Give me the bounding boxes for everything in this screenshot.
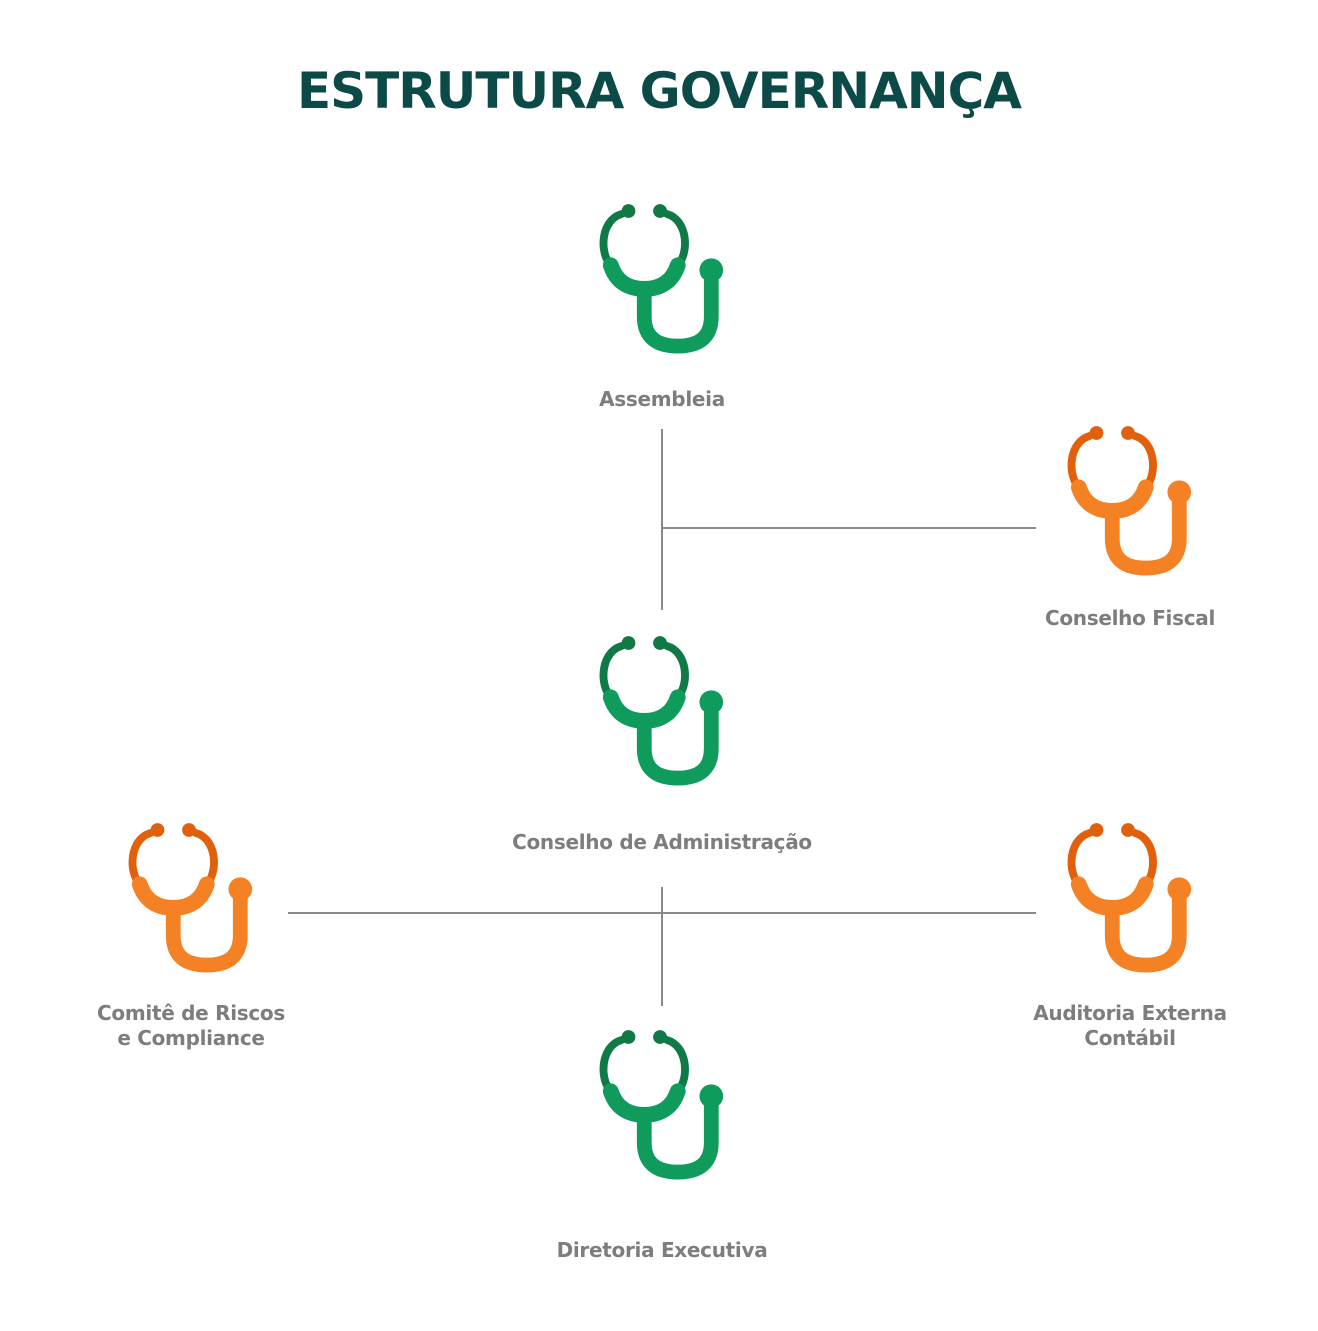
node-auditoria: Auditoria Externa Contábil	[1020, 817, 1240, 1051]
node-label: Conselho Fiscal	[1044, 606, 1216, 630]
node-label: Comitê de Riscos e Compliance	[97, 1001, 285, 1050]
stethoscope-icon	[593, 198, 731, 366]
page-title: ESTRUTURA GOVERNANÇA	[296, 62, 1022, 120]
node-diretoria: Diretoria Executiva	[543, 1024, 781, 1263]
stethoscope-icon	[1061, 817, 1199, 985]
node-comite-riscos: Comitê de Riscos e Compliance	[86, 817, 296, 1051]
stethoscope-icon	[1061, 420, 1199, 588]
stethoscope-icon	[122, 817, 260, 985]
node-conselho-administracao: Conselho de Administração	[493, 630, 831, 855]
node-label: Conselho de Administração	[512, 830, 812, 854]
node-assembleia: Assembleia	[573, 198, 751, 412]
node-label: Diretoria Executiva	[556, 1238, 768, 1262]
node-label: Assembleia	[599, 387, 725, 411]
node-label: Auditoria Externa Contábil	[1033, 1001, 1227, 1050]
stethoscope-icon	[593, 1024, 731, 1192]
stethoscope-icon	[593, 630, 731, 798]
node-conselho-fiscal: Conselho Fiscal	[1030, 420, 1230, 631]
